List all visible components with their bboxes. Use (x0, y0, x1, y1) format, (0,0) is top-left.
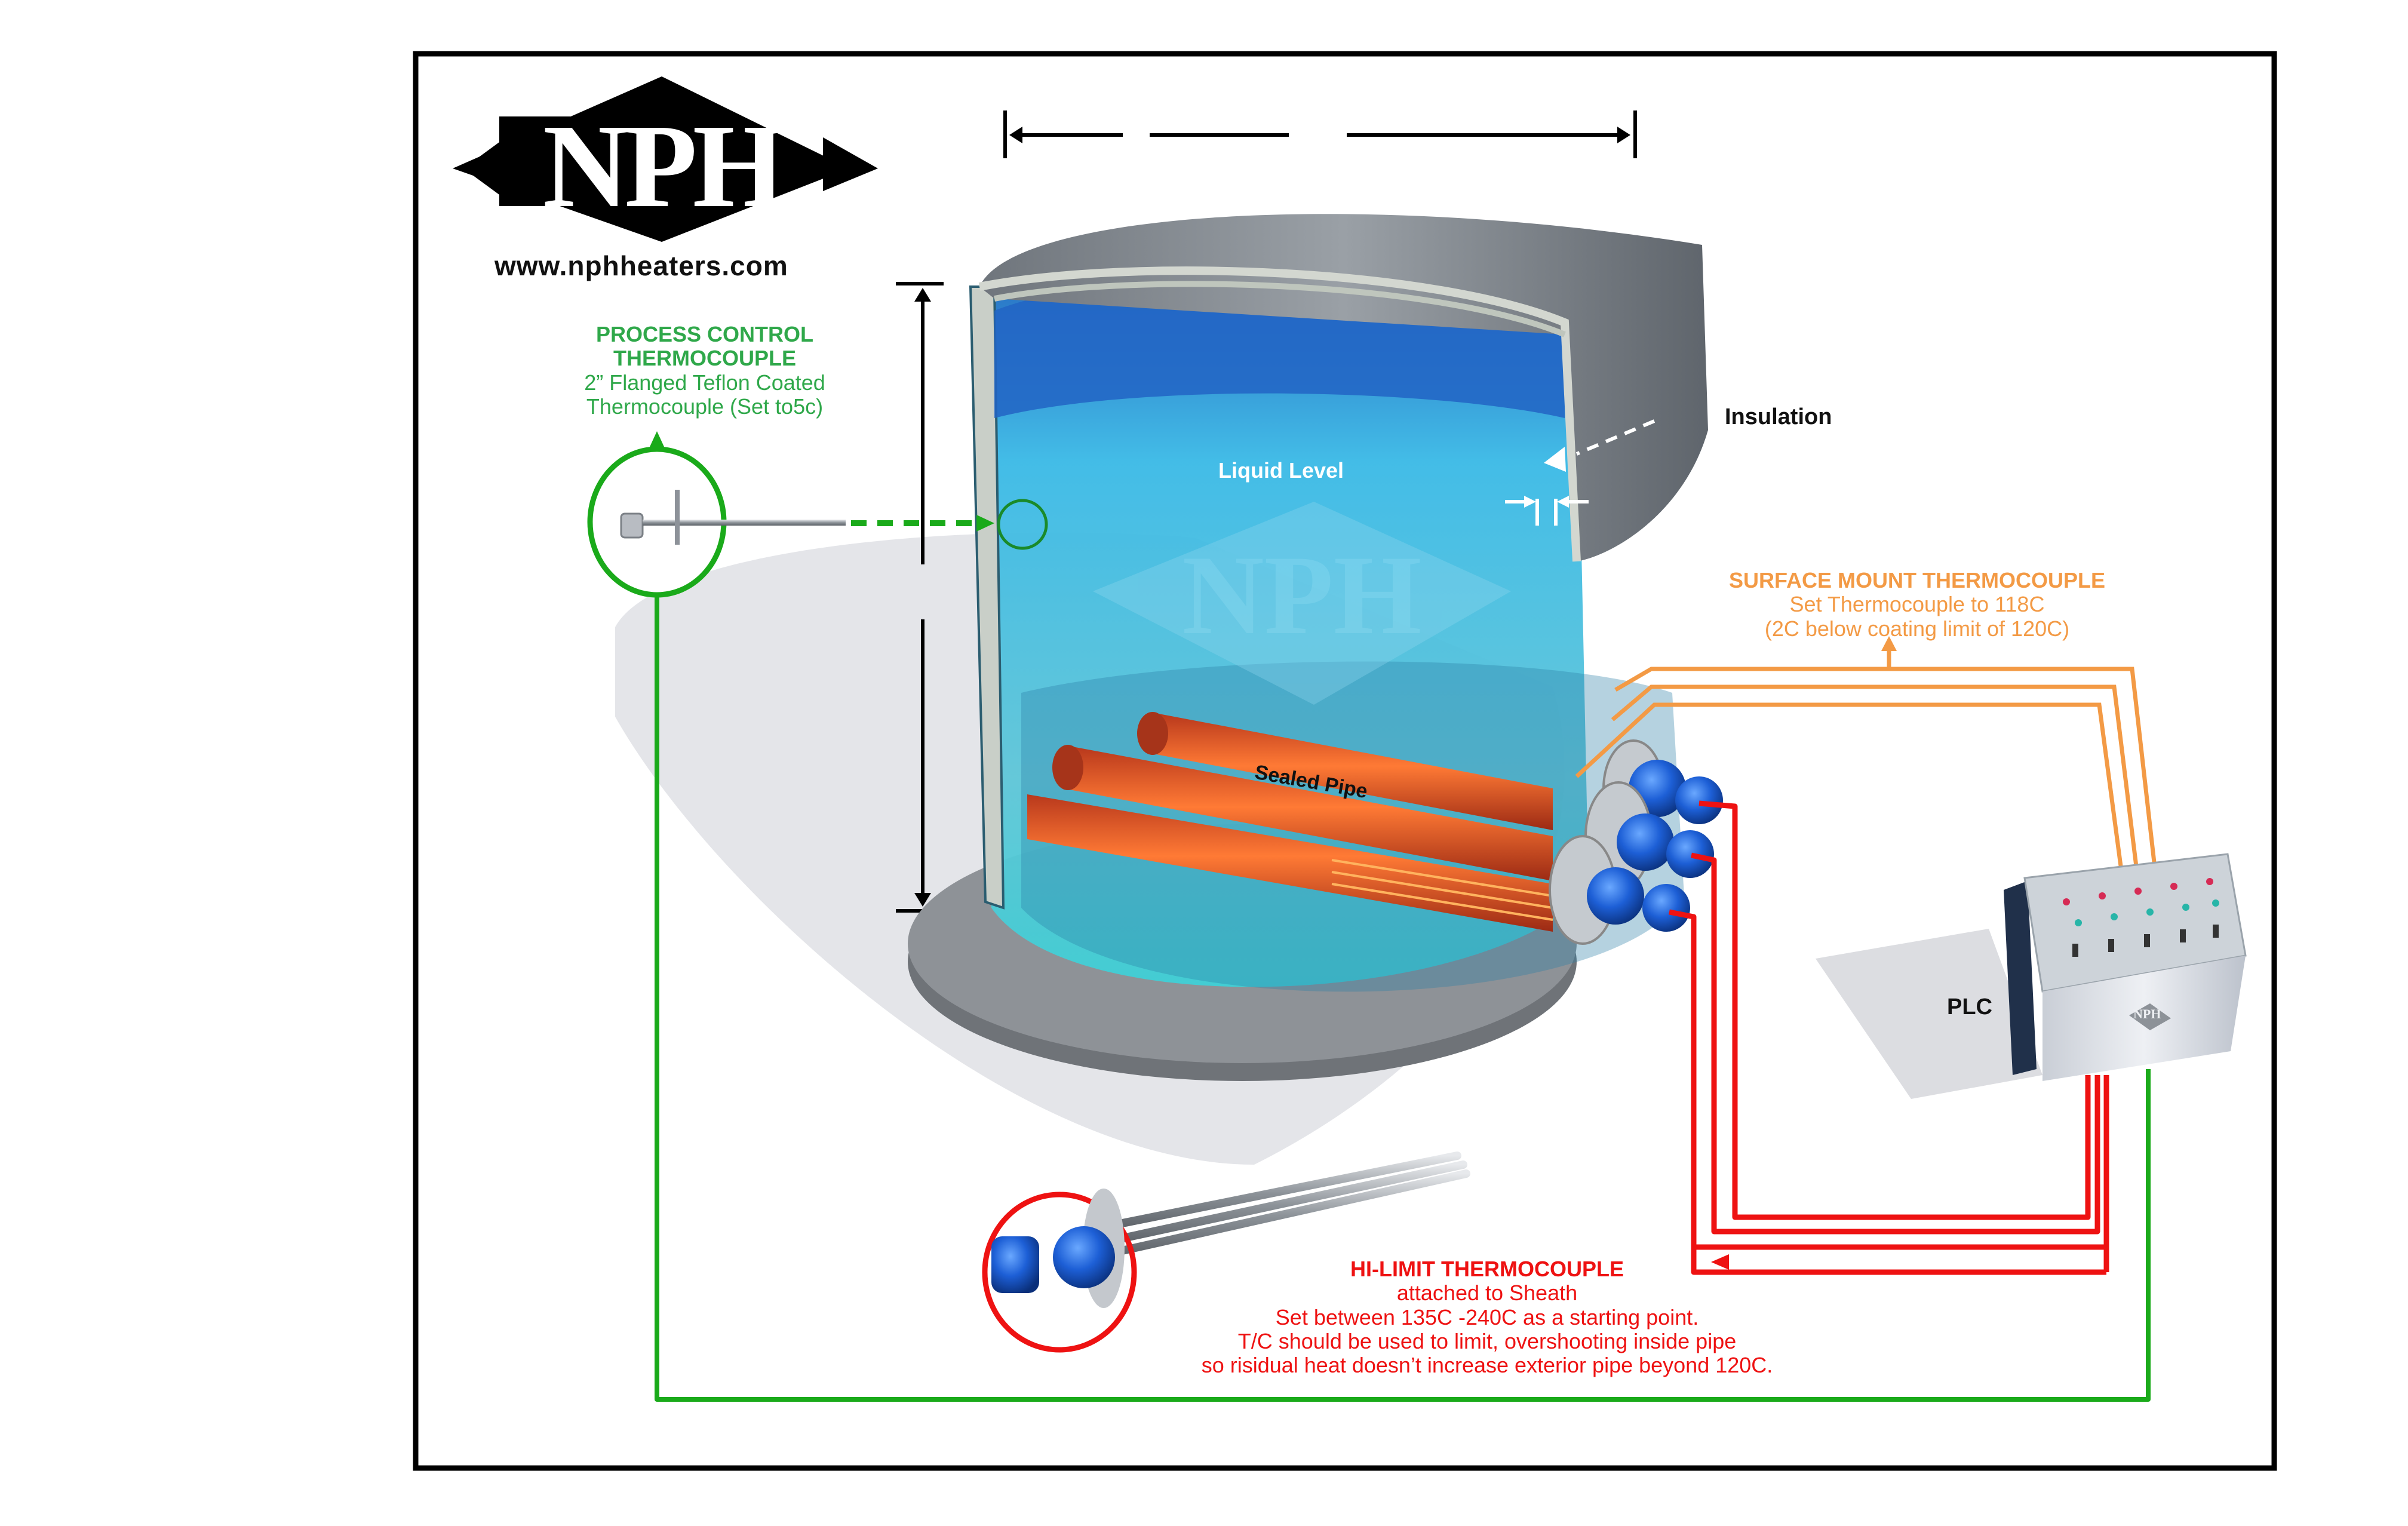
surface-mount-wires (1575, 636, 2158, 885)
process-control-label: PROCESS CONTROL THERMOCOUPLE 2” Flanged … (526, 322, 884, 419)
insulation-label: Insulation (1725, 404, 1832, 429)
watermark-text: NPH (1182, 533, 1421, 658)
plc-badge (2129, 1003, 2171, 1030)
website-url[interactable]: www.nphheaters.com (494, 250, 788, 281)
process-control-detail-2: Thermocouple (Set to5c) (586, 394, 824, 419)
nph-logo: NPH (453, 76, 878, 242)
surface-mount-label: SURFACE MOUNT THERMOCOUPLE Set Thermocou… (1678, 568, 2156, 641)
plc-floor-shadow (1816, 929, 2042, 1099)
heater-flanges (1549, 739, 1723, 945)
hi-limit-label: HI-LIMIT THERMOCOUPLE attached to Sheath… (1159, 1257, 1816, 1378)
tank-body (979, 287, 1589, 987)
hi-limit-line-2: Set between 135C -240C as a starting poi… (1275, 1304, 1699, 1330)
plc-badge-text: NPH (2133, 1006, 2161, 1021)
process-control-title-1: PROCESS CONTROL (595, 322, 814, 346)
hi-limit-line-4: so risidual heat doesn’t increase exteri… (1201, 1353, 1773, 1378)
insulation-jacket (979, 214, 1708, 561)
surface-mount-title: SURFACE MOUNT THERMOCOUPLE (1729, 568, 2105, 592)
process-thermocouple-detail (587, 446, 1048, 598)
plc-label: PLC (1947, 994, 1992, 1020)
logo-text: NPH (543, 100, 784, 232)
process-arrowhead (650, 431, 664, 447)
plc-cabinet (2004, 853, 2247, 1081)
hi-limit-line-1: attached to Sheath (1396, 1281, 1578, 1306)
hi-limit-arrowhead (1711, 1254, 1729, 1270)
liquid-level-label: Liquid Level (1218, 458, 1344, 483)
process-control-detail-1: 2” Flanged Teflon Coated (584, 370, 825, 395)
insulation-thickness-arrows (1505, 419, 1656, 526)
sealed-pipes (1027, 712, 1553, 932)
hi-limit-wires (1669, 800, 2109, 1275)
width-dimension (1003, 110, 1637, 158)
hi-limit-title: HI-LIMIT THERMOCOUPLE (1350, 1257, 1624, 1281)
process-control-title-2: THERMOCOUPLE (613, 346, 796, 371)
hi-limit-heater-detail (982, 1152, 1470, 1353)
hi-limit-line-3: T/C should be used to limit, overshootin… (1237, 1328, 1737, 1353)
surface-mount-detail-1: Set Thermocouple to 118C (1789, 592, 2045, 617)
tank-watermark: NPH (1093, 502, 1511, 705)
surface-mount-detail-2: (2C below coating limit of 120C) (1764, 616, 2070, 641)
